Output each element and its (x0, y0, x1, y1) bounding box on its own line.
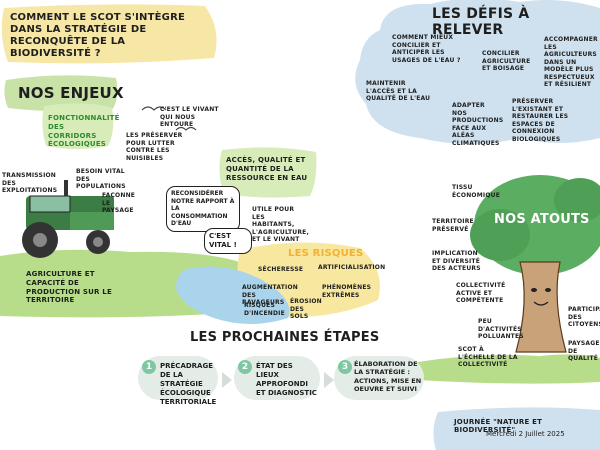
enjeux-eau: Accès, qualité et quantité de la ressour… (226, 156, 308, 182)
etapes-title: Les prochaines étapes (190, 330, 380, 345)
enjeux-transmission: Transmission des exploitations (2, 172, 58, 194)
river (176, 266, 290, 324)
defi-item: Comment mieux concilier et anticiper les… (392, 34, 461, 64)
enjeux-patch (4, 75, 118, 112)
risque-item: Phénomènes extrêmes (322, 284, 372, 299)
grass-right (418, 354, 600, 384)
defis-cloud (355, 0, 600, 144)
atout-item: Paysages de qualité (568, 340, 600, 362)
footer-patch (433, 407, 600, 450)
risques-title: Les risques (288, 248, 364, 259)
atout-item: Peu d'activités polluantes (478, 318, 524, 340)
step-arrow (324, 372, 334, 388)
enjeux-faconne: Façonne le paysage (102, 192, 136, 214)
eau-patch (219, 147, 317, 198)
defi-item: Maintenir l'accès et la qualité de l'eau (366, 80, 431, 102)
atout-item: SCoT à l'échelle de la collectivité (458, 346, 518, 368)
step-2-text: État des lieux approfondi et diagnostic (256, 362, 317, 398)
header-question: Comment le SCoT s'intègre dans la straté… (10, 12, 186, 59)
defi-item: Préserver l'existant et restaurer les es… (512, 98, 569, 143)
atouts-title: Nos atouts (494, 212, 590, 227)
step-1-text: Précadrage de la stratégie écologique te… (160, 362, 217, 407)
defi-item: Adapter nos productions face aux aléas c… (452, 102, 504, 147)
risque-item: Artificialisation (318, 264, 386, 271)
enjeux-utile: Utile pour les habitants, l'agriculture,… (252, 206, 309, 243)
enjeux-reconsiderer: Reconsidérer notre rapport à la consomma… (166, 186, 240, 232)
bird-drawing-2 (175, 126, 197, 131)
defi-item: Accompagner les agriculteurs dans un mod… (544, 36, 598, 88)
step-arrow (222, 372, 232, 388)
enjeux-corridors: Fonctionnalité des corridors écologiques (48, 114, 120, 149)
header-highlight (1, 4, 217, 64)
grass-left (0, 249, 240, 318)
atout-item: Collectivité active et compétente (456, 282, 506, 304)
enjeux-title: Nos enjeux (18, 84, 124, 102)
step-3-number: 3 (338, 360, 352, 374)
step-1-number: 1 (142, 360, 156, 374)
corridors-patch (42, 103, 114, 149)
atout-item: Tissu économique (452, 184, 500, 199)
enjeux-cest-vital: C'est vital ! (204, 228, 252, 254)
defi-item: Concilier agriculture et boisage (482, 50, 531, 72)
atout-item: Participation des citoyens (568, 306, 600, 328)
enjeux-besoin: Besoin vital des populations (76, 168, 126, 190)
atout-item: Territoire préservé (432, 218, 474, 233)
bird-drawing (141, 106, 167, 111)
risque-item: Risques d'incendie (244, 302, 285, 317)
defis-title: Les défis à relever (432, 6, 530, 38)
enjeux-vivant-note: C'est le vivant qui nous entoure (160, 106, 219, 128)
step-2-number: 2 (238, 360, 252, 374)
risque-item: Sécheresse (258, 266, 304, 273)
atout-item: Implication et diversité des acteurs (432, 250, 481, 272)
tractor-drawing (22, 180, 114, 258)
enjeux-agriculture: Agriculture et capacité de production su… (26, 270, 112, 305)
footer-date: Mercredi 2 Juillet 2025 (486, 430, 565, 438)
footer-event: Journée "Nature et Biodiversité" (454, 418, 543, 434)
tree-drawing (470, 175, 600, 353)
risque-item: Érosion des sols (290, 298, 322, 320)
enjeux-preserver-note: Les préserver pour lutter contre les nui… (126, 132, 183, 162)
step-3-text: Élaboration de la stratégie : actions, m… (354, 360, 422, 394)
risque-item: Augmentation des ravageurs (242, 284, 298, 306)
